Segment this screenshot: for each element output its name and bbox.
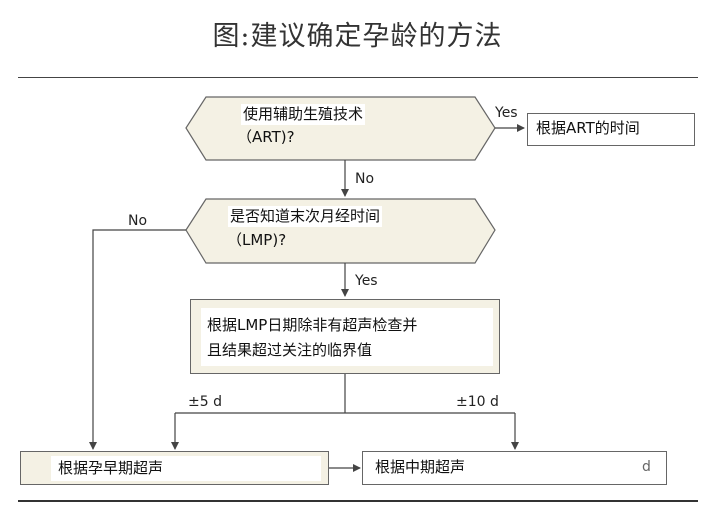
decision-lmp-line2: （LMP)? [227,231,287,249]
process-lmp-inner [201,308,493,366]
result-art-label: 根据ART的时间 [536,119,640,137]
edge-label-pm5: ±5 d [188,394,222,410]
edge-label-no-art: No [355,171,375,187]
edge-no-lmp [89,229,186,450]
result-mid-us-trailing: d [642,459,651,475]
result-early-us-box: 根据孕早期超声 [20,451,329,485]
page-title: 图:建议确定孕龄的方法 [212,21,503,52]
edge-label-pm10: ±10 d [456,394,499,410]
result-art-box: 根据ART的时间 [527,113,695,146]
decision-art-line1: 使用辅助生殖技术 [241,104,366,125]
process-lmp-box: 根据LMP日期除非有超声检查并 且结果超过关注的临界值 [190,299,500,374]
result-early-us-label: 根据孕早期超声 [58,459,164,477]
result-mid-us-box: 根据中期超声 d [362,451,667,485]
decision-lmp-line1: 是否知道末次月经时间 [228,206,383,227]
top-divider [18,77,698,78]
bottom-divider [18,500,698,502]
process-lmp-line1: 根据LMP日期除非有超声检查并 [207,316,418,334]
edge-label-yes-lmp: Yes [355,273,378,289]
result-early-us-inner [51,456,321,481]
process-lmp-line2: 且结果超过关注的临界值 [207,341,373,359]
edge-label-yes-art: Yes [495,105,518,121]
result-mid-us-label: 根据中期超声 [375,458,466,476]
edge-label-no-lmp: No [128,213,148,229]
decision-art-line2: （ART)? [237,128,295,146]
